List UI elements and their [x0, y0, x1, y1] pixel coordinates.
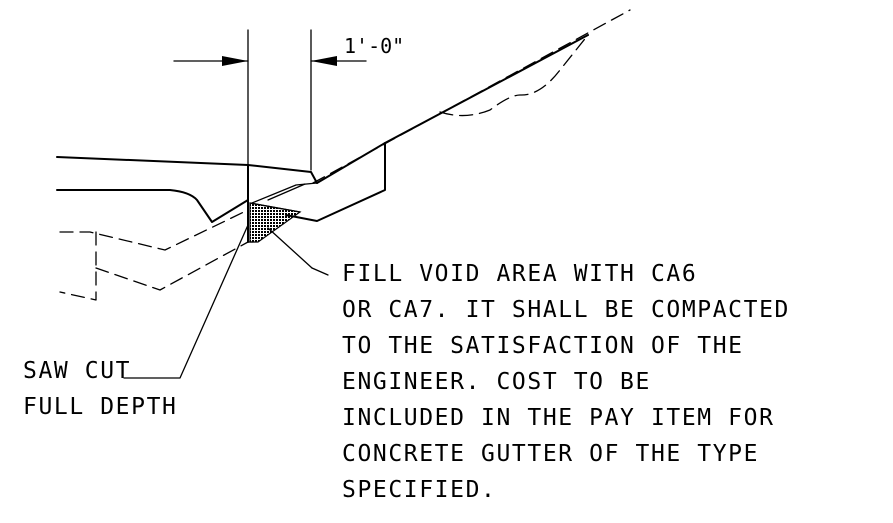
fill-void-note-line-4: ENGINEER. COST TO BE	[342, 369, 651, 395]
dashed-subbase-upper	[59, 209, 249, 251]
new-gutter	[247, 142, 386, 222]
dimension-arrow-right	[311, 56, 337, 66]
dashed-stub-vertical	[59, 231, 97, 301]
dimension-arrow-left	[222, 56, 248, 66]
fill-void-note-line-1: FILL VOID AREA WITH CA6	[342, 261, 697, 287]
gutter-top	[247, 164, 318, 184]
fill-void-leader-tail	[311, 267, 329, 276]
fill-void-note-line-7: SPECIFIED.	[342, 477, 496, 503]
gutter-inner-line-2	[267, 183, 306, 201]
dashed-subbase-lower	[95, 241, 259, 291]
saw-cut-leader	[123, 224, 249, 379]
gutter-inner-line-1	[251, 182, 318, 204]
fill-void-note-line-6: CONCRETE GUTTER OF THE TYPE	[342, 441, 759, 467]
dimension-label: 1'-0"	[344, 34, 404, 58]
saw-cut-note-line-2: FULL DEPTH	[23, 394, 177, 420]
existing-pavement	[56, 156, 249, 223]
dashed-top-slope	[312, 9, 631, 184]
fill-void-note-line-2: OR CA7. IT SHALL BE COMPACTED	[342, 297, 790, 323]
fill-void-note-line-5: INCLUDED IN THE PAY ITEM FOR	[342, 405, 775, 431]
pavement-top-line	[56, 156, 249, 166]
fill-void-leader	[267, 227, 313, 269]
saw-cut-note-line-1: SAW CUT	[23, 358, 131, 384]
gutter-slope	[285, 142, 386, 222]
dashed-ground-profile	[439, 34, 589, 117]
proposed-dashed-lines	[59, 9, 631, 301]
gutter-inner-line-3	[249, 202, 301, 213]
void-fill-area	[249, 202, 302, 243]
fill-void-note-line-3: TO THE SATISFACTION OF THE	[342, 333, 744, 359]
dimension-group: 1'-0"	[173, 29, 404, 171]
gutter-flowline-curve	[56, 189, 249, 223]
embankment-line	[384, 34, 589, 144]
